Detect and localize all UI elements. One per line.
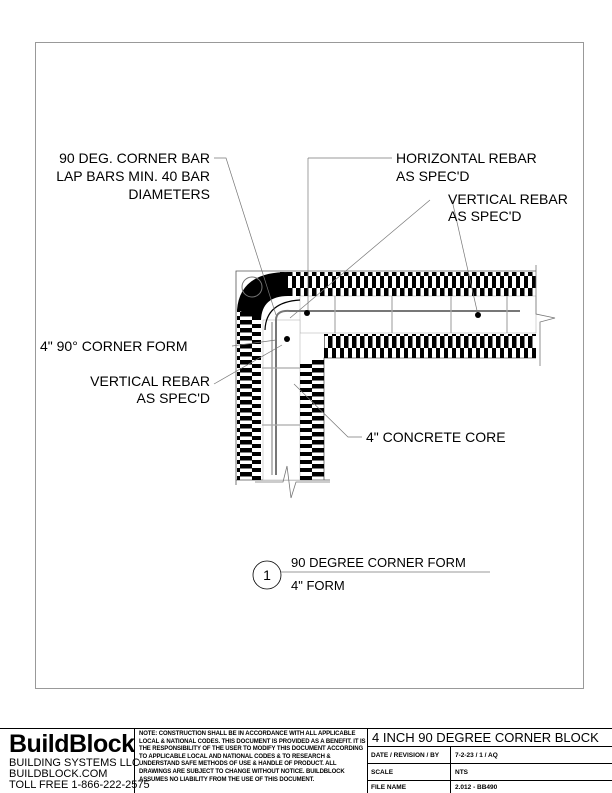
label-vertical-rebar-right-1: VERTICAL REBAR [448, 191, 568, 207]
legal-note: NOTE: CONSTRUCTION SHALL BE IN ACCORDANC… [139, 731, 366, 783]
detail-title: 90 DEGREE CORNER FORM [291, 555, 466, 570]
foam-band-top-inner [324, 334, 536, 358]
row-date-revision: DATE / REVISION / BY 7-2-23 / 1 / AQ [367, 746, 612, 763]
break-line-bottom [255, 465, 330, 499]
drawing-border [35, 42, 584, 689]
company-phone: TOLL FREE 1-866-222-2575 [9, 779, 150, 791]
label-corner-form: 4" 90° CORNER FORM [40, 338, 187, 354]
row-label: FILE NAME [371, 784, 407, 791]
detail-number-circle [252, 560, 282, 590]
label-vertical-rebar-right-2: AS SPEC'D [448, 208, 521, 224]
title-block: BuildBlock BUILDING SYSTEMS LLC BUILDBLO… [0, 728, 612, 793]
corner-tie-circle [241, 276, 263, 298]
row-value: NTS [455, 769, 468, 776]
leader-dots [284, 310, 481, 342]
drawing-title: 4 INCH 90 DEGREE CORNER BLOCK [372, 730, 599, 745]
row-value: 7-2-23 / 1 / AQ [455, 752, 498, 759]
concrete-core-vertical [262, 319, 301, 481]
leader-lines [213, 157, 479, 438]
row-scale: SCALE NTS [367, 763, 612, 780]
cross-ties [262, 296, 508, 426]
rebar [271, 309, 520, 475]
row-file-name: FILE NAME 2.012 - BB490 [367, 780, 612, 793]
label-corner-bar-3: DIAMETERS [128, 186, 210, 202]
row-value: 2.012 - BB490 [455, 784, 498, 791]
label-corner-bar-2: LAP BARS MIN. 40 BAR [56, 168, 210, 184]
label-horizontal-rebar-1: HORIZONTAL REBAR [396, 150, 537, 166]
foam-band-left-outer [237, 310, 261, 480]
label-concrete-core: 4" CONCRETE CORE [366, 429, 506, 445]
label-horizontal-rebar-2: AS SPEC'D [396, 168, 469, 184]
buildblock-logo: BuildBlock [9, 730, 135, 758]
company-name: BUILDING SYSTEMS LLC [9, 757, 140, 769]
row-label: DATE / REVISION / BY [371, 752, 440, 759]
title-block-divider [367, 729, 368, 793]
row-label: SCALE [371, 769, 394, 776]
label-corner-bar-1: 90 DEG. CORNER BAR [59, 150, 210, 166]
company-website: BUILDBLOCK.COM [9, 768, 108, 780]
title-block-divider [134, 729, 135, 793]
concrete-core-horizontal [299, 295, 537, 334]
title-block-divider [450, 746, 451, 793]
foam-band-top-outer [280, 272, 536, 296]
detail-subtitle: 4" FORM [291, 578, 345, 593]
label-vertical-rebar-left-2: AS SPEC'D [137, 390, 210, 406]
detail-number: 1 [263, 567, 271, 583]
foam-band-left-inner [300, 360, 324, 480]
label-vertical-rebar-left-1: VERTICAL REBAR [90, 373, 210, 389]
corner-form-curve [237, 272, 288, 320]
break-line-right [535, 265, 556, 366]
